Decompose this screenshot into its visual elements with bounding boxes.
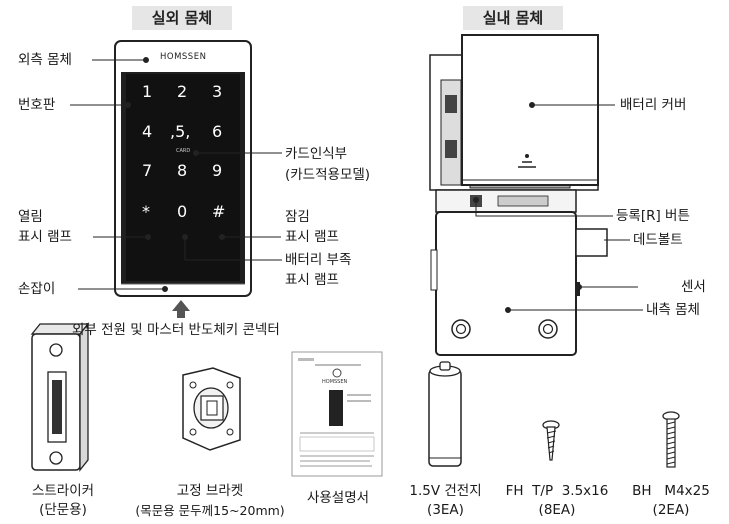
indoor-body-header: 실내 몸체 bbox=[463, 6, 563, 30]
label-handle: 손잡이 bbox=[18, 281, 56, 297]
battery-drawing bbox=[428, 361, 462, 467]
fh-screw-drawing bbox=[542, 420, 560, 461]
caption-bh-screw: BH M4x25 (2EA) bbox=[618, 482, 724, 520]
caption-bh-screw-name: BH M4x25 bbox=[632, 483, 710, 499]
label-lock-lamp: 잠김 bbox=[285, 209, 310, 225]
key-3[interactable]: 3 bbox=[212, 82, 223, 101]
caption-striker-note: (단문용) bbox=[39, 502, 87, 518]
label-sensor: 센서 bbox=[681, 279, 706, 295]
label-card-reader: 카드인식부 bbox=[285, 146, 348, 162]
indoor-leader-lines bbox=[473, 102, 643, 313]
key-6[interactable]: 6 bbox=[212, 122, 223, 141]
label-outer-body: 외측 몸체 bbox=[18, 52, 72, 68]
keypad-grid: 1 2 3 4 ,5, 6 CARD 7 8 9 * 0 # bbox=[130, 82, 235, 232]
caption-battery: 1.5V 건전지 (3EA) bbox=[398, 482, 493, 520]
manual-brand: HOMSSEN bbox=[322, 379, 348, 385]
key-7[interactable]: 7 bbox=[142, 161, 153, 180]
label-register-button: 등록[R] 버튼 bbox=[616, 208, 690, 224]
caption-bracket-name: 고정 브라켓 bbox=[176, 483, 244, 499]
caption-battery-name: 1.5V 건전지 bbox=[409, 483, 482, 499]
label-open-lamp: 열림 bbox=[18, 209, 43, 225]
label-deadbolt: 데드볼트 bbox=[633, 232, 683, 248]
key-8[interactable]: 8 bbox=[177, 161, 188, 180]
brand-logo: HOMSSEN bbox=[160, 52, 207, 62]
connector-arrow bbox=[172, 300, 190, 318]
bh-screw-drawing bbox=[662, 411, 680, 468]
label-battery-low: 배터리 부족 bbox=[285, 252, 352, 268]
caption-bh-screw-note: (2EA) bbox=[652, 502, 690, 518]
key-5[interactable]: ,5, bbox=[170, 122, 191, 141]
caption-bracket: 고정 브라켓 (목문용 문두께15~20mm) bbox=[125, 482, 295, 520]
label-external-power: 외부 전원 및 마스터 반도체키 콘넥터 bbox=[72, 322, 280, 338]
label-battery-low-line2: 표시 램프 bbox=[285, 272, 339, 288]
key-2[interactable]: 2 bbox=[177, 82, 188, 101]
key-star[interactable]: * bbox=[142, 202, 150, 221]
indoor-unit bbox=[429, 34, 608, 356]
outdoor-leader-lines bbox=[70, 57, 282, 292]
key-0[interactable]: 0 bbox=[177, 202, 188, 221]
caption-manual: 사용설명서 bbox=[293, 489, 383, 508]
caption-manual-name: 사용설명서 bbox=[306, 490, 370, 506]
card-mark: CARD bbox=[176, 148, 191, 154]
outdoor-unit bbox=[114, 40, 252, 297]
striker-drawing bbox=[30, 322, 90, 472]
key-9[interactable]: 9 bbox=[212, 161, 223, 180]
caption-bracket-note: (목문용 문두께15~20mm) bbox=[135, 503, 285, 518]
caption-battery-note: (3EA) bbox=[427, 502, 464, 518]
key-4[interactable]: 4 bbox=[142, 122, 153, 141]
caption-striker-name: 스트라이커 bbox=[31, 483, 95, 499]
key-1[interactable]: 1 bbox=[142, 82, 153, 101]
caption-fh-screw-note: (8EA) bbox=[538, 502, 576, 518]
label-keypad: 번호판 bbox=[18, 97, 56, 113]
outdoor-body-header: 실외 몸체 bbox=[132, 6, 232, 30]
label-inner-body: 내측 몸체 bbox=[646, 302, 700, 318]
caption-striker: 스트라이커 (단문용) bbox=[18, 482, 108, 520]
label-open-lamp-line2: 표시 램프 bbox=[18, 229, 72, 245]
label-battery-cover: 배터리 커버 bbox=[620, 97, 687, 113]
key-hash[interactable]: # bbox=[212, 202, 226, 221]
caption-fh-screw-name: FH T/P 3.5x16 bbox=[505, 483, 609, 499]
label-card-reader-note: (카드적용모델) bbox=[285, 167, 371, 183]
label-lock-lamp-line2: 표시 램프 bbox=[285, 229, 339, 245]
caption-fh-screw: FH T/P 3.5x16 (8EA) bbox=[503, 482, 611, 520]
fixing-bracket-drawing bbox=[182, 367, 241, 451]
user-manual-drawing bbox=[291, 351, 383, 477]
